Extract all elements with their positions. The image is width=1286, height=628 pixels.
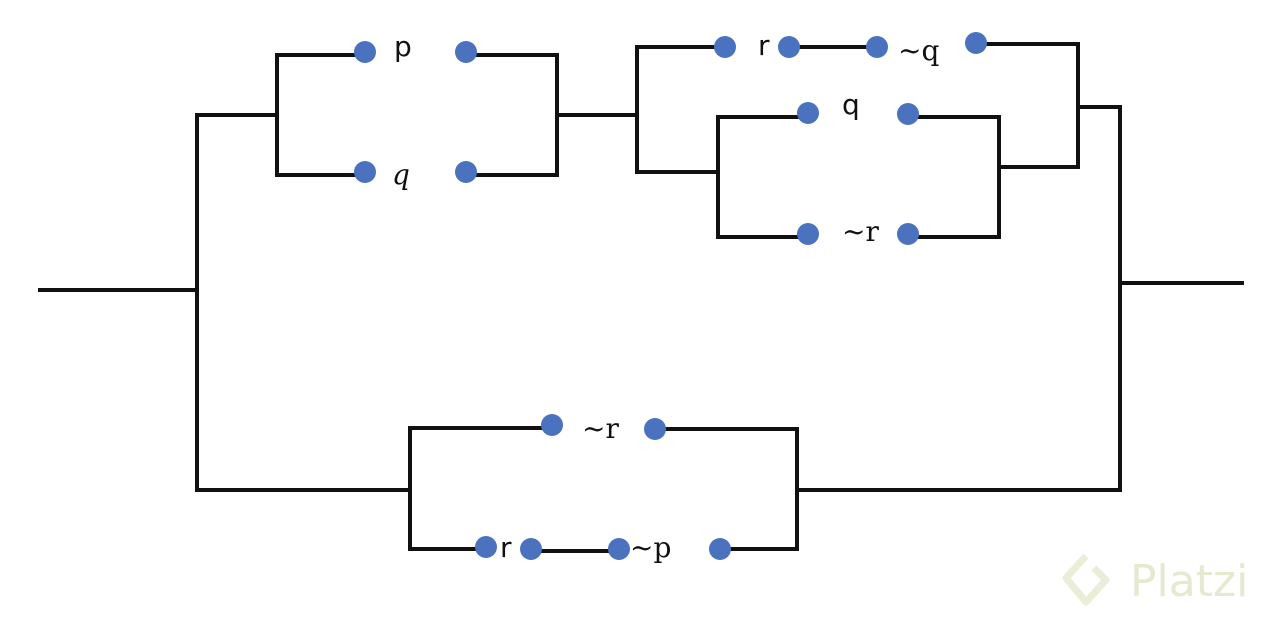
q-left-contact [354, 161, 376, 183]
notr-bottom-right-contact [644, 418, 666, 440]
notp-right-contact [709, 538, 731, 560]
notq-right-contact [965, 32, 987, 54]
label-p: p [394, 30, 412, 63]
r-right-contact [778, 36, 800, 58]
label-not-r-bottom: ~r [582, 412, 619, 445]
label-not-q: ~q [898, 34, 939, 67]
p-right-contact [455, 41, 477, 63]
watermark-text: Platzi [1130, 556, 1248, 607]
label-r-bottom: r [500, 531, 512, 564]
switch-labels: p q r ~q q ~r ~r r ~p [392, 29, 939, 564]
platzi-watermark: Platzi [1062, 553, 1248, 607]
q-inner-right-contact [897, 103, 919, 125]
circuit-wires [38, 42, 1244, 553]
platzi-logo-icon [1062, 553, 1110, 606]
q-inner-left-contact [797, 102, 819, 124]
label-r-upper: r [758, 29, 770, 62]
switch-contacts [354, 32, 987, 560]
notr-bottom-left-contact [541, 414, 563, 436]
notr-inner-right-contact [897, 223, 919, 245]
r-bottom-left-contact [475, 536, 497, 558]
label-not-r-inner: ~r [842, 215, 879, 248]
label-not-p: ~p [630, 531, 671, 564]
r-left-contact [714, 36, 736, 58]
r-bottom-right-contact [520, 538, 542, 560]
q-right-contact [455, 161, 477, 183]
notp-left-contact [608, 538, 630, 560]
label-q-inner: q [842, 88, 860, 121]
label-q: q [392, 158, 410, 191]
p-left-contact [354, 41, 376, 63]
notr-inner-left-contact [797, 223, 819, 245]
notq-left-contact [866, 36, 888, 58]
